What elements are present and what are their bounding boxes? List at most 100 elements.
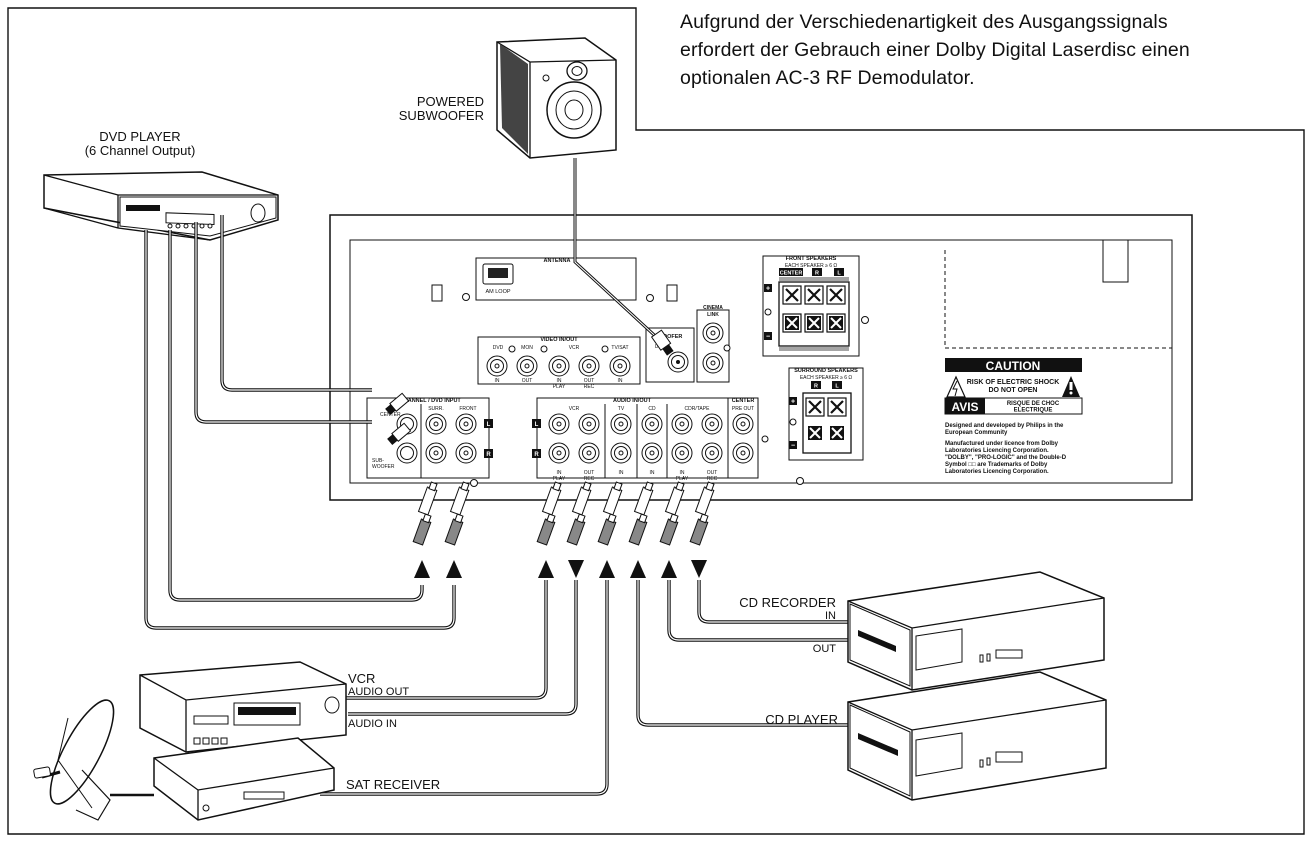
- rca-plug-pair: [412, 481, 438, 546]
- six-channel-label: 6 CHANNEL / DVD INPUT: [395, 398, 461, 404]
- audio-in-play2: IN: [680, 470, 685, 476]
- link-label: LINK: [707, 312, 719, 318]
- dvd-label-2: (6 Channel Output): [85, 143, 196, 158]
- avis-text-line2: ELECTRIQUE: [1014, 408, 1053, 414]
- powered-subwoofer: POWERED SUBWOOFER: [399, 37, 617, 159]
- audio-io-group: AUDIO IN/OUT VCR TV CD CDR/TAPE CENTER P…: [532, 397, 769, 482]
- sat-receiver-label: SAT RECEIVER: [346, 777, 440, 792]
- cd-player: CD PLAYER: [765, 671, 1107, 801]
- cd-recorder-in-label: IN: [825, 610, 836, 622]
- subwoofer-plug: [650, 329, 674, 356]
- front-each-label: EACH SPEAKER ≥ 6 Ω: [785, 263, 838, 269]
- video-tvsat-label: TV/SAT: [611, 345, 628, 351]
- surround-plus-tag: +: [791, 399, 795, 406]
- arrow-up: [414, 560, 430, 578]
- audio-tv-label: TV: [618, 406, 625, 412]
- design-text-line1: Designed and developed by Philips in the: [945, 423, 1064, 429]
- audio-play1: PLAY: [553, 476, 566, 482]
- cd-player-title: CD PLAYER: [765, 712, 838, 727]
- rca-plug-pair: [566, 481, 592, 546]
- video-in-label: IN: [495, 378, 500, 384]
- cd-recorder: CD RECORDER IN OUT: [739, 571, 1105, 691]
- sat-receiver: SAT RECEIVER: [153, 737, 440, 821]
- signal-arrows: [414, 560, 707, 578]
- shock-text-line1: RISK OF ELECTRIC SHOCK: [967, 379, 1060, 386]
- audio-in-play1: IN: [557, 470, 562, 476]
- front-speakers-label: FRONT SPEAKERS: [786, 256, 837, 262]
- audio-vcr-label: VCR: [569, 406, 580, 412]
- audio-out-rec1: OUT: [584, 470, 595, 476]
- arrow-up: [661, 560, 677, 578]
- receiver-back-panel: ANTENNA AM LOOP VIDEO IN/OUT DVD MON VCR…: [329, 214, 1193, 501]
- rca-plug-pairs: [412, 481, 715, 546]
- rca-plug-pair: [444, 481, 470, 546]
- rca-plug-pair: [628, 481, 654, 546]
- six-r-tag: R: [486, 452, 491, 458]
- audio-preout-label: PRE OUT: [732, 406, 754, 412]
- rca-plug-pair: [597, 481, 623, 546]
- licence-text-line2: Laboratories Licencing Corporation.: [945, 448, 1049, 454]
- note-line: Aufgrund der Verschiedenartigkeit des Au…: [680, 11, 1168, 33]
- arrow-up: [599, 560, 615, 578]
- audio-io-label: AUDIO IN/OUT: [613, 398, 652, 404]
- rca-plug-pair: [689, 481, 715, 546]
- cd-recorder-title: CD RECORDER: [739, 595, 836, 610]
- front-center-tag: CENTER: [780, 271, 803, 277]
- audio-in-tv: IN: [619, 470, 624, 476]
- video-dvd-label: DVD: [493, 345, 504, 351]
- cd-recorder-out-label: OUT: [813, 643, 837, 655]
- surround-l-tag: L: [835, 384, 839, 390]
- woofer-label: WOOFER: [658, 334, 683, 340]
- front-r-tag: R: [815, 271, 819, 277]
- design-text-line2: European Community: [945, 430, 1008, 436]
- audio-rec1: REC: [584, 476, 595, 482]
- vcr-device: VCR AUDIO OUT AUDIO IN: [139, 661, 409, 753]
- video-out-rec-label: OUT: [584, 378, 595, 384]
- video-in2-label: IN: [618, 378, 623, 384]
- six-surr-label: SURR.: [428, 406, 444, 412]
- front-speaker-terminals: FRONT SPEAKERS EACH SPEAKER ≥ 6 Ω CENTER…: [762, 255, 869, 357]
- surround-r-tag: R: [814, 384, 818, 390]
- surround-speakers-label: SURROUND SPEAKERS: [794, 368, 858, 374]
- dvd-plugs: [385, 392, 412, 445]
- video-rec-label: REC: [584, 384, 595, 390]
- vcr-title: VCR: [348, 671, 375, 686]
- dvd-player: DVD PLAYER (6 Channel Output): [43, 129, 279, 241]
- audio-cd-label: CD: [648, 406, 656, 412]
- subwoofer-label-1: POWERED: [417, 94, 484, 109]
- surround-minus-tag: −: [791, 443, 795, 450]
- video-vcr-label: VCR: [569, 345, 580, 351]
- demodulator-note: Aufgrund der Verschiedenartigkeit des Au…: [680, 8, 1300, 92]
- surround-each-label: EACH SPEAKER ≥ 6 Ω: [800, 375, 853, 381]
- video-io-group: VIDEO IN/OUT DVD MON VCR TV/SAT IN OUT I…: [477, 336, 641, 390]
- six-sub-label-2: WOOFER: [372, 464, 395, 470]
- avis-text-line1: RISQUE DE CHOC: [1007, 401, 1060, 407]
- arrow-up: [446, 560, 462, 578]
- arrow-down: [568, 560, 584, 578]
- video-mon-label: MON: [521, 345, 533, 351]
- cinema-label: CINEMA: [703, 305, 723, 311]
- vcr-audio-in-label: AUDIO IN: [348, 718, 397, 730]
- audio-in-cd: IN: [650, 470, 655, 476]
- six-channel-input-group: 6 CHANNEL / DVD INPUT CENTER SURR. FRONT…: [366, 397, 493, 487]
- caution-label: CAUTION RISK OF ELECTRIC SHOCK DO NOT OP…: [944, 239, 1172, 475]
- front-minus-tag: −: [766, 334, 770, 341]
- video-play-label: PLAY: [553, 384, 566, 390]
- rca-plug-pair: [536, 481, 562, 546]
- arrow-up: [538, 560, 554, 578]
- audio-center-label: CENTER: [732, 398, 755, 404]
- audio-rec2: REC: [707, 476, 718, 482]
- diagram-frame: [7, 7, 1305, 835]
- front-plus-tag: +: [766, 286, 770, 293]
- six-l-tag: L: [487, 422, 491, 428]
- front-l-tag: L: [837, 271, 841, 277]
- six-front-label: FRONT: [459, 406, 476, 412]
- audio-l-tag: L: [535, 422, 539, 428]
- video-in-play-label: IN: [557, 378, 562, 384]
- dvd-label-1: DVD PLAYER: [99, 129, 180, 144]
- note-line: optionalen AC-3 RF Demodulator.: [680, 67, 975, 89]
- six-center-label: CENTER: [380, 412, 401, 418]
- audio-r-tag: R: [534, 452, 539, 458]
- avis-heading: AVIS: [951, 400, 978, 414]
